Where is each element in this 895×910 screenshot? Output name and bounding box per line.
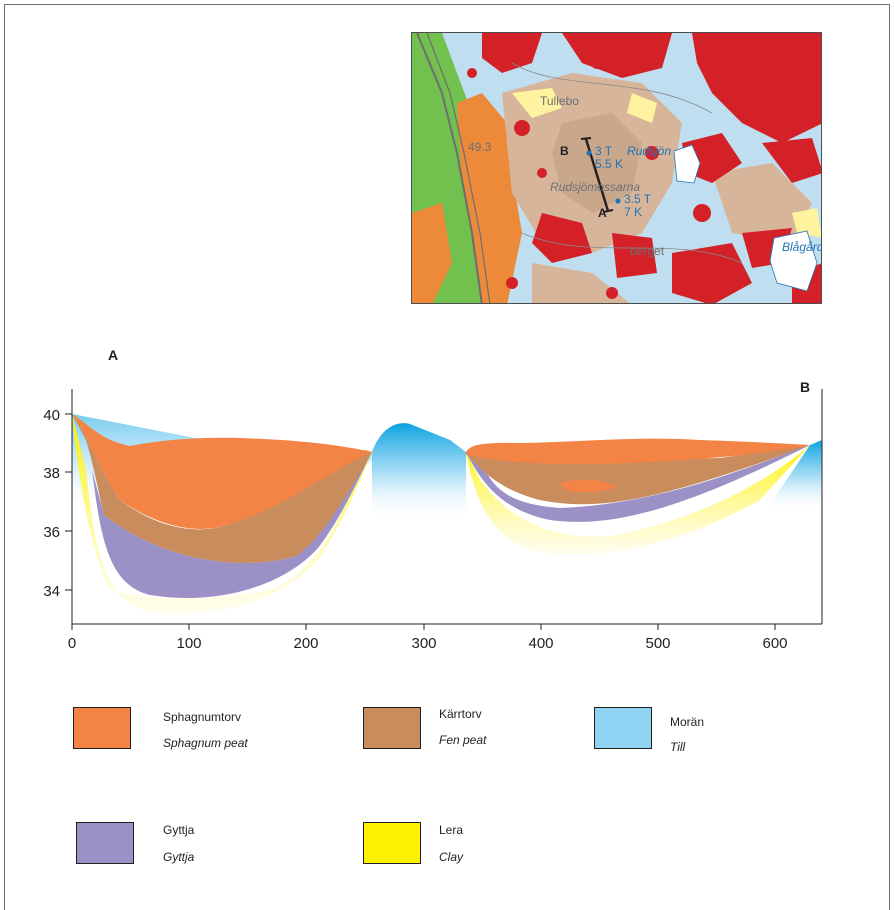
map-label-B: B xyxy=(560,144,569,158)
till-hill xyxy=(372,423,466,520)
x-tick-400: 400 xyxy=(528,635,553,650)
y-tick-40: 40 xyxy=(43,407,60,424)
sphagnum-layer-left xyxy=(72,414,372,529)
figure-frame xyxy=(4,4,890,910)
legend-english-gyttja: Gyttja xyxy=(163,850,195,864)
section-label-A: A xyxy=(108,347,118,363)
legend-english-clay: Clay xyxy=(439,850,464,864)
boring-2-line1: 3.5 T xyxy=(624,192,652,206)
geological-map: B A 3 T 5.5 K 3.5 T 7 K Rudsjön Rudsjömo… xyxy=(411,32,822,304)
map-label-A: A xyxy=(598,206,607,220)
legend-swatch-sphagnum xyxy=(73,707,131,749)
legend-name-fen: Kärrtorv xyxy=(439,707,482,721)
boring-1-line1: 3 T xyxy=(595,144,613,158)
gyttja-layer-right xyxy=(466,445,810,522)
legend-english-sphagnum: Sphagnum peat xyxy=(163,736,248,750)
legend-swatch-gyttja xyxy=(76,822,134,864)
map-place-berget: berget xyxy=(630,244,665,258)
boring-2-line2: 7 K xyxy=(624,205,642,219)
legend-name-clay: Lera xyxy=(439,823,464,837)
y-tick-34: 34 xyxy=(43,583,60,600)
boring-1-line2: 5.5 K xyxy=(595,157,623,171)
map-place-tullebo: Tullebo xyxy=(540,94,579,108)
map-graphic: B A 3 T 5.5 K 3.5 T 7 K Rudsjön Rudsjömo… xyxy=(412,33,822,303)
map-place-blagard: Blågård xyxy=(782,240,822,254)
x-tick-0: 0 xyxy=(68,635,76,650)
legend-english-till: Till xyxy=(670,740,686,754)
map-place-rudsjomossarna: Rudsjömossarna xyxy=(550,180,640,194)
legend-swatch-till xyxy=(594,707,652,749)
gyttja-layer-left xyxy=(92,452,372,598)
clay-layer-right xyxy=(466,445,810,555)
till-layer-right xyxy=(765,440,822,512)
legend-name-sphagnum: Sphagnumtorv xyxy=(163,710,242,724)
section-label-B: B xyxy=(800,379,810,395)
legend-swatch-clay xyxy=(363,822,421,864)
cross-section: 40 38 36 34 0 100 200 300 400 500 600 A … xyxy=(43,347,823,650)
fen-peat-layer-left xyxy=(72,414,372,563)
x-tick-100: 100 xyxy=(176,635,201,650)
x-tick-300: 300 xyxy=(411,635,436,650)
legend-swatch-fen xyxy=(363,707,421,749)
y-tick-38: 38 xyxy=(43,465,60,482)
y-tick-36: 36 xyxy=(43,524,60,541)
legend-english-fen: Fen peat xyxy=(439,733,487,747)
x-tick-500: 500 xyxy=(645,635,670,650)
map-place-elevation: 49.3 xyxy=(468,140,492,154)
legend-name-till: Morän xyxy=(670,715,705,729)
legend-name-gyttja: Gyttja xyxy=(163,823,195,837)
map-place-rudsjon: Rudsjön xyxy=(627,144,671,158)
sphagnum-lens xyxy=(560,479,618,493)
x-tick-600: 600 xyxy=(762,635,787,650)
sphagnum-layer-right xyxy=(466,438,810,465)
x-tick-200: 200 xyxy=(293,635,318,650)
